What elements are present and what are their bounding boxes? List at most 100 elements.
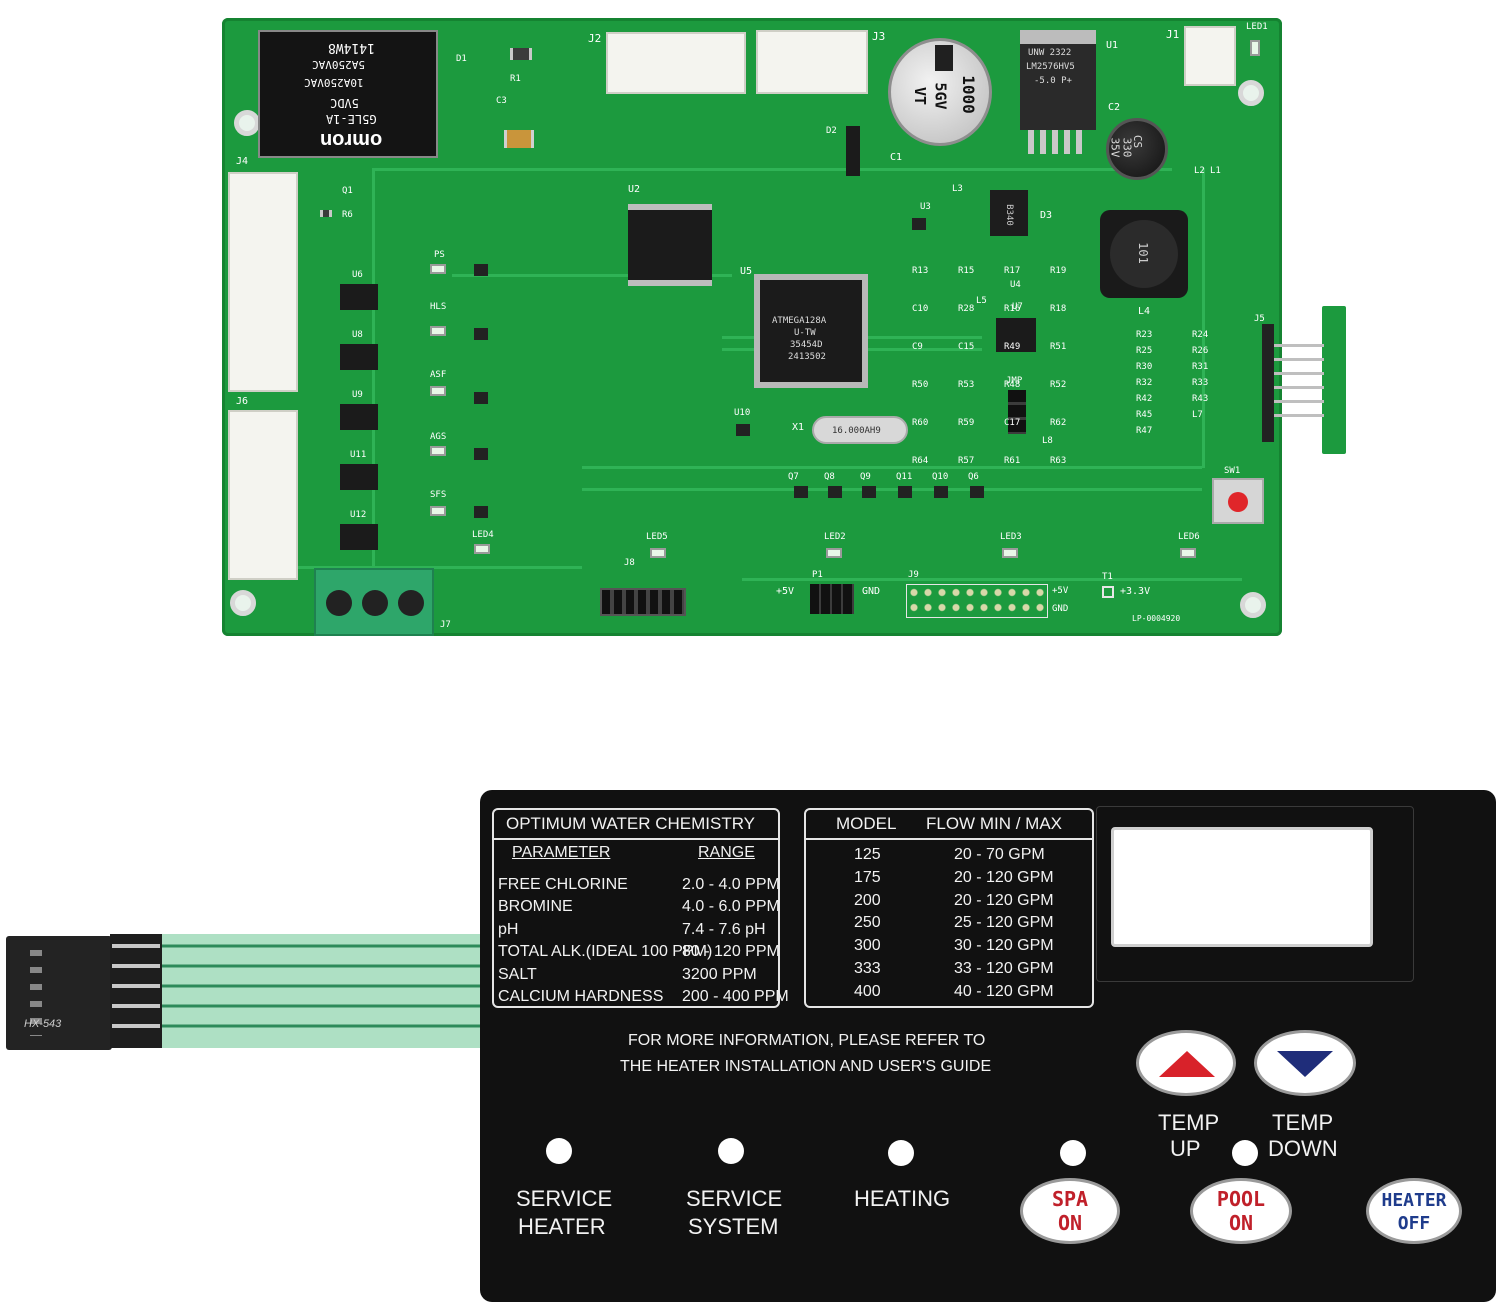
reset-button-sw1[interactable] [1212,478,1264,524]
jumper-jmp [1008,390,1026,434]
connector-j3 [756,30,868,94]
pool-on-button[interactable]: POOL ON [1190,1178,1292,1244]
control-board: 1414W8 5A250VAC 10A250VAC 5VDC G5LE-1A o… [222,18,1346,636]
ref-designator: R18 [1050,304,1067,314]
ref-designator: R61 [1004,456,1021,466]
ref-designator: R64 [912,456,929,466]
ref-designator: R47 [1136,426,1153,436]
flow-range: 33 - 120 GPM [954,960,1054,977]
ref-designator: R16 [1004,304,1021,314]
relay: 1414W8 5A250VAC 10A250VAC 5VDC G5LE-1A o… [258,30,438,158]
flow-model: 400 [854,982,881,1000]
mounting-hole [230,590,256,616]
header-j9 [906,584,1048,618]
service-system-indicator [718,1138,744,1164]
ribbon-cable [110,934,490,1048]
flow-range: 20 - 70 GPM [954,846,1045,863]
ref-designator: R28 [958,304,975,314]
connector-j4 [228,172,298,392]
spa-indicator [1060,1140,1086,1166]
ref-designator: R24 [1192,330,1209,340]
connector-j5 [1262,306,1346,454]
crystal-x1: 16.000AH9 [812,416,908,444]
ref-designator: R52 [1050,380,1067,390]
ref-designator: C15 [958,342,975,352]
chemistry-parameter: BROMINE [498,898,573,916]
led4 [474,544,490,554]
heater-off-button[interactable]: HEATER OFF [1366,1178,1462,1244]
chemistry-parameter: pH [498,920,519,938]
chemistry-row: SALT 3200 PPM [498,966,778,988]
chemistry-row: TOTAL ALK.(IDEAL 100 PPM)80 - 120 PPM [498,943,780,965]
ref-designator: R26 [1192,346,1209,356]
electrolytic-capacitor-c2: CS 330 35V [1106,118,1168,180]
ref-designator: R23 [1136,330,1153,340]
ref-designator: R32 [1136,378,1153,388]
water-chemistry-table: OPTIMUM WATER CHEMISTRY PARAMETER RANGE … [492,808,789,1010]
header-j8 [600,588,686,616]
pool-indicator [1232,1140,1258,1166]
ic-u2 [628,204,712,286]
info-line-2: THE HEATER INSTALLATION AND USER'S GUIDE [620,1058,992,1075]
flow-row: 250 25 - 120 GPM [806,914,1096,936]
connector-j6 [228,410,298,580]
ref-designator: Q11 [896,472,913,482]
ref-designator: R25 [1136,346,1153,356]
terminal-block-j7 [314,568,434,636]
membrane-keypad: OPTIMUM WATER CHEMISTRY PARAMETER RANGE … [480,790,1496,1302]
ref-designator: R62 [1050,418,1067,428]
ref-designator: Q7 [788,472,799,482]
temp-down-button[interactable] [1254,1030,1356,1096]
chemistry-range: 4.0 - 6.0 PPM [682,898,780,916]
optocoupler-u11 [340,464,378,490]
ref-designator: R48 [1004,380,1021,390]
flow-row: 400 40 - 120 GPM [806,983,1096,1005]
flow-range: 40 - 120 GPM [954,982,1054,1000]
chemistry-parameter: SALT [498,965,537,983]
temp-up-button[interactable] [1136,1030,1236,1096]
ref-designator: R15 [958,266,975,276]
flow-model: 175 [854,868,881,886]
flow-model: 300 [854,937,881,955]
mounting-hole [234,110,260,136]
chemistry-range: 7.4 - 7.6 pH [682,920,766,938]
led3 [1002,548,1018,558]
chemistry-parameter: CALCIUM HARDNESS [498,988,664,1005]
ribbon-plug [6,936,112,1050]
electrolytic-capacitor-c1: 1000 5GV VT [888,38,992,146]
ref-designator: R13 [912,266,929,276]
regulator-u1: UNW 2322 LM2576HV5 -5.0 P+ [1020,30,1096,130]
ref-designator: R17 [1004,266,1021,276]
ref-designator: R59 [958,418,975,428]
chemistry-row: BROMINE 4.0 - 6.0 PPM [498,898,780,920]
inductor-l4: 101 [1100,210,1188,298]
ref-designator: R43 [1192,394,1209,404]
chemistry-range: 3200 PPM [682,965,757,983]
ref-designator: Q8 [824,472,835,482]
mounting-hole [1238,80,1264,106]
heating-indicator [888,1140,914,1166]
chemistry-parameter: FREE CHLORINE [498,876,628,893]
ref-designator: R19 [1050,266,1067,276]
chemistry-range: 80 - 120 PPM [682,943,780,961]
spa-on-button[interactable]: SPA ON [1020,1178,1120,1244]
ref-designator: R33 [1192,378,1209,388]
ref-designator: R30 [1136,362,1153,372]
flow-model: 250 [854,914,881,932]
flow-model: 200 [854,891,881,909]
optocoupler-u12 [340,524,378,550]
microcontroller-u5: ATMEGA128A U-TW 35454D 2413502 [754,274,868,388]
header-p1 [810,584,854,614]
ref-designator: Q9 [860,472,871,482]
flow-range: 25 - 120 GPM [954,914,1054,932]
ref-designator: R51 [1050,342,1067,352]
led6 [1180,548,1196,558]
